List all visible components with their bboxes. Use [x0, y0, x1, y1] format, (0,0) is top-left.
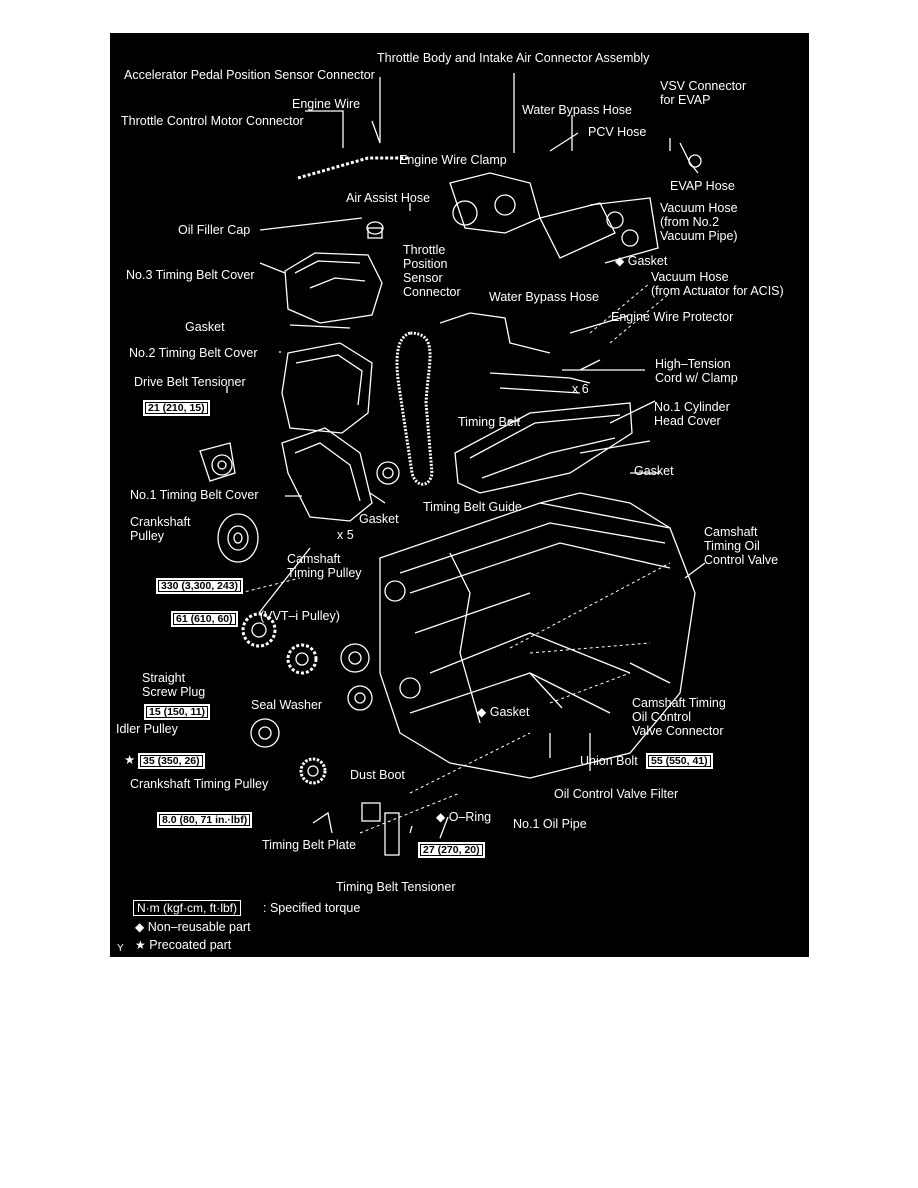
- label-idler-pulley: Idler Pulley: [116, 722, 178, 736]
- label-crankshaft-pulley: Crankshaft Pulley: [130, 515, 191, 543]
- label-crankshaft-timing-pulley: Crankshaft Timing Pulley: [130, 777, 269, 791]
- no3-timing-belt-cover-drawing: [284, 252, 383, 324]
- cylinder-head-cover-drawing: [454, 402, 633, 494]
- label-evap-hose: EVAP Hose: [670, 179, 735, 193]
- idler-pulley-drawing: [250, 718, 280, 748]
- label-timing-belt-tensioner: Timing Belt Tensioner: [336, 880, 456, 894]
- label-engine-wire-clamp: Engine Wire Clamp: [399, 153, 507, 167]
- torque-timing-belt-tensioner: 27 (270, 20): [418, 842, 485, 858]
- torque-idler-pulley: 35 (350, 26): [138, 753, 205, 769]
- label-no2-timing-belt-cover: No.2 Timing Belt Cover: [129, 346, 258, 360]
- label-water-bypass-hose-mid: Water Bypass Hose: [489, 290, 599, 304]
- label-dust-boot: Dust Boot: [350, 768, 405, 782]
- label-timing-belt-plate: Timing Belt Plate: [262, 838, 357, 852]
- label-vsv-connector: VSV Connector for EVAP: [660, 79, 747, 107]
- label-engine-wire: Engine Wire: [292, 97, 361, 111]
- label-air-assist-hose: Air Assist Hose: [346, 191, 431, 205]
- label-throttle-motor-connector: Throttle Control Motor Connector: [121, 114, 304, 128]
- label-camshaft-ocv-connector: Camshaft Timing Oil Control Valve Connec…: [632, 696, 726, 738]
- label-x5: x 5: [337, 528, 354, 542]
- label-engine-wire-protector: Engine Wire Protector: [611, 310, 734, 324]
- no2-timing-belt-cover-drawing: [281, 342, 373, 434]
- timing-belt-drawing: [395, 331, 434, 486]
- label-no3-timing-belt-cover: No.3 Timing Belt Cover: [126, 268, 255, 282]
- label-high-tension-cord: High–Tension Cord w/ Clamp: [655, 357, 738, 385]
- label-gasket-no1: Gasket: [359, 512, 399, 526]
- torque-union-bolt: 55 (550, 41): [646, 753, 713, 769]
- label-water-bypass-hose-top: Water Bypass Hose: [522, 103, 632, 117]
- label-throttle-position-sensor: Throttle Position Sensor Connector: [403, 243, 461, 299]
- precoated-star-icon: ★: [124, 753, 136, 767]
- label-timing-belt-guide: Timing Belt Guide: [423, 500, 522, 514]
- label-timing-belt: Timing Belt: [458, 415, 521, 429]
- no1-timing-belt-cover-drawing: [281, 427, 373, 522]
- legend-torque-box: N·m (kgf·cm, ft·lbf): [133, 900, 241, 916]
- diamond-icon: ◆: [135, 920, 145, 934]
- legend-precoated: ★ Precoated part: [135, 938, 232, 952]
- label-seal-washer: Seal Washer: [251, 698, 323, 712]
- label-drive-belt-tensioner: Drive Belt Tensioner: [134, 375, 246, 389]
- corner-mark: Y: [117, 943, 124, 954]
- label-vacuum-hose-acis: Vacuum Hose (from Actuator for ACIS): [651, 270, 784, 298]
- diagram-artwork: [199, 73, 706, 856]
- label-no1-cylinder-head-cover: No.1 Cylinder Head Cover: [654, 400, 730, 428]
- torque-crankshaft-pulley: 330 (3,300, 243): [156, 578, 244, 594]
- label-gasket-head: Gasket: [634, 464, 674, 478]
- diamond-icon: ◆: [615, 254, 625, 268]
- timing-belt-tensioner-drawing: [384, 812, 400, 856]
- torque-camshaft-timing-pulley: 61 (610, 60): [171, 611, 238, 627]
- label-oil-filler-cap: Oil Filler Cap: [178, 223, 251, 237]
- crankshaft-timing-pulley-drawing: [299, 757, 327, 785]
- torque-straight-screw-plug: 15 (150, 11): [144, 704, 211, 720]
- label-straight-screw-plug: Straight Screw Plug: [142, 671, 206, 699]
- camshaft-timing-pulley-drawing: [241, 612, 277, 648]
- label-accel-sensor-connector: Accelerator Pedal Position Sensor Connec…: [124, 68, 375, 82]
- engine-block-drawing: [379, 502, 696, 779]
- crankshaft-pulley-drawing: [217, 513, 259, 563]
- diamond-icon: ◆: [477, 705, 487, 719]
- label-o-ring: ◆ O–Ring: [436, 810, 492, 824]
- label-throttle-body: Throttle Body and Intake Air Connector A…: [377, 51, 650, 65]
- label-vvt-pulley: (VVT–i Pulley): [260, 609, 340, 623]
- label-vacuum-hose-no2: Vacuum Hose (from No.2 Vacuum Pipe): [660, 201, 738, 243]
- label-pcv-hose: PCV Hose: [588, 125, 647, 139]
- label-camshaft-timing-ocv: Camshaft Timing Oil Control Valve: [704, 525, 779, 567]
- label-union-bolt: Union Bolt: [580, 754, 638, 768]
- label-x6: x 6: [572, 382, 589, 396]
- legend-non-reusable: ◆ Non–reusable part: [135, 920, 251, 934]
- label-camshaft-timing-pulley: Camshaft Timing Pulley: [287, 552, 362, 580]
- label-no1-timing-belt-cover: No.1 Timing Belt Cover: [130, 488, 259, 502]
- label-gasket-ocv: ◆ Gasket: [477, 705, 530, 719]
- torque-timing-belt-plate: 8.0 (80, 71 in.·lbf): [157, 812, 253, 828]
- torque-drive-belt-tensioner: 21 (210, 15): [143, 400, 210, 416]
- star-icon: ★: [135, 938, 146, 952]
- diamond-icon: ◆: [436, 810, 446, 824]
- engine-exploded-diagram: Throttle Body and Intake Air Connector A…: [110, 33, 809, 957]
- legend-torque-text: : Specified torque: [263, 901, 361, 915]
- label-no1-oil-pipe: No.1 Oil Pipe: [513, 817, 587, 831]
- label-oil-control-valve-filter: Oil Control Valve Filter: [554, 787, 679, 801]
- label-gasket-intake: ◆ Gasket: [615, 254, 668, 268]
- label-gasket-no3: Gasket: [185, 320, 225, 334]
